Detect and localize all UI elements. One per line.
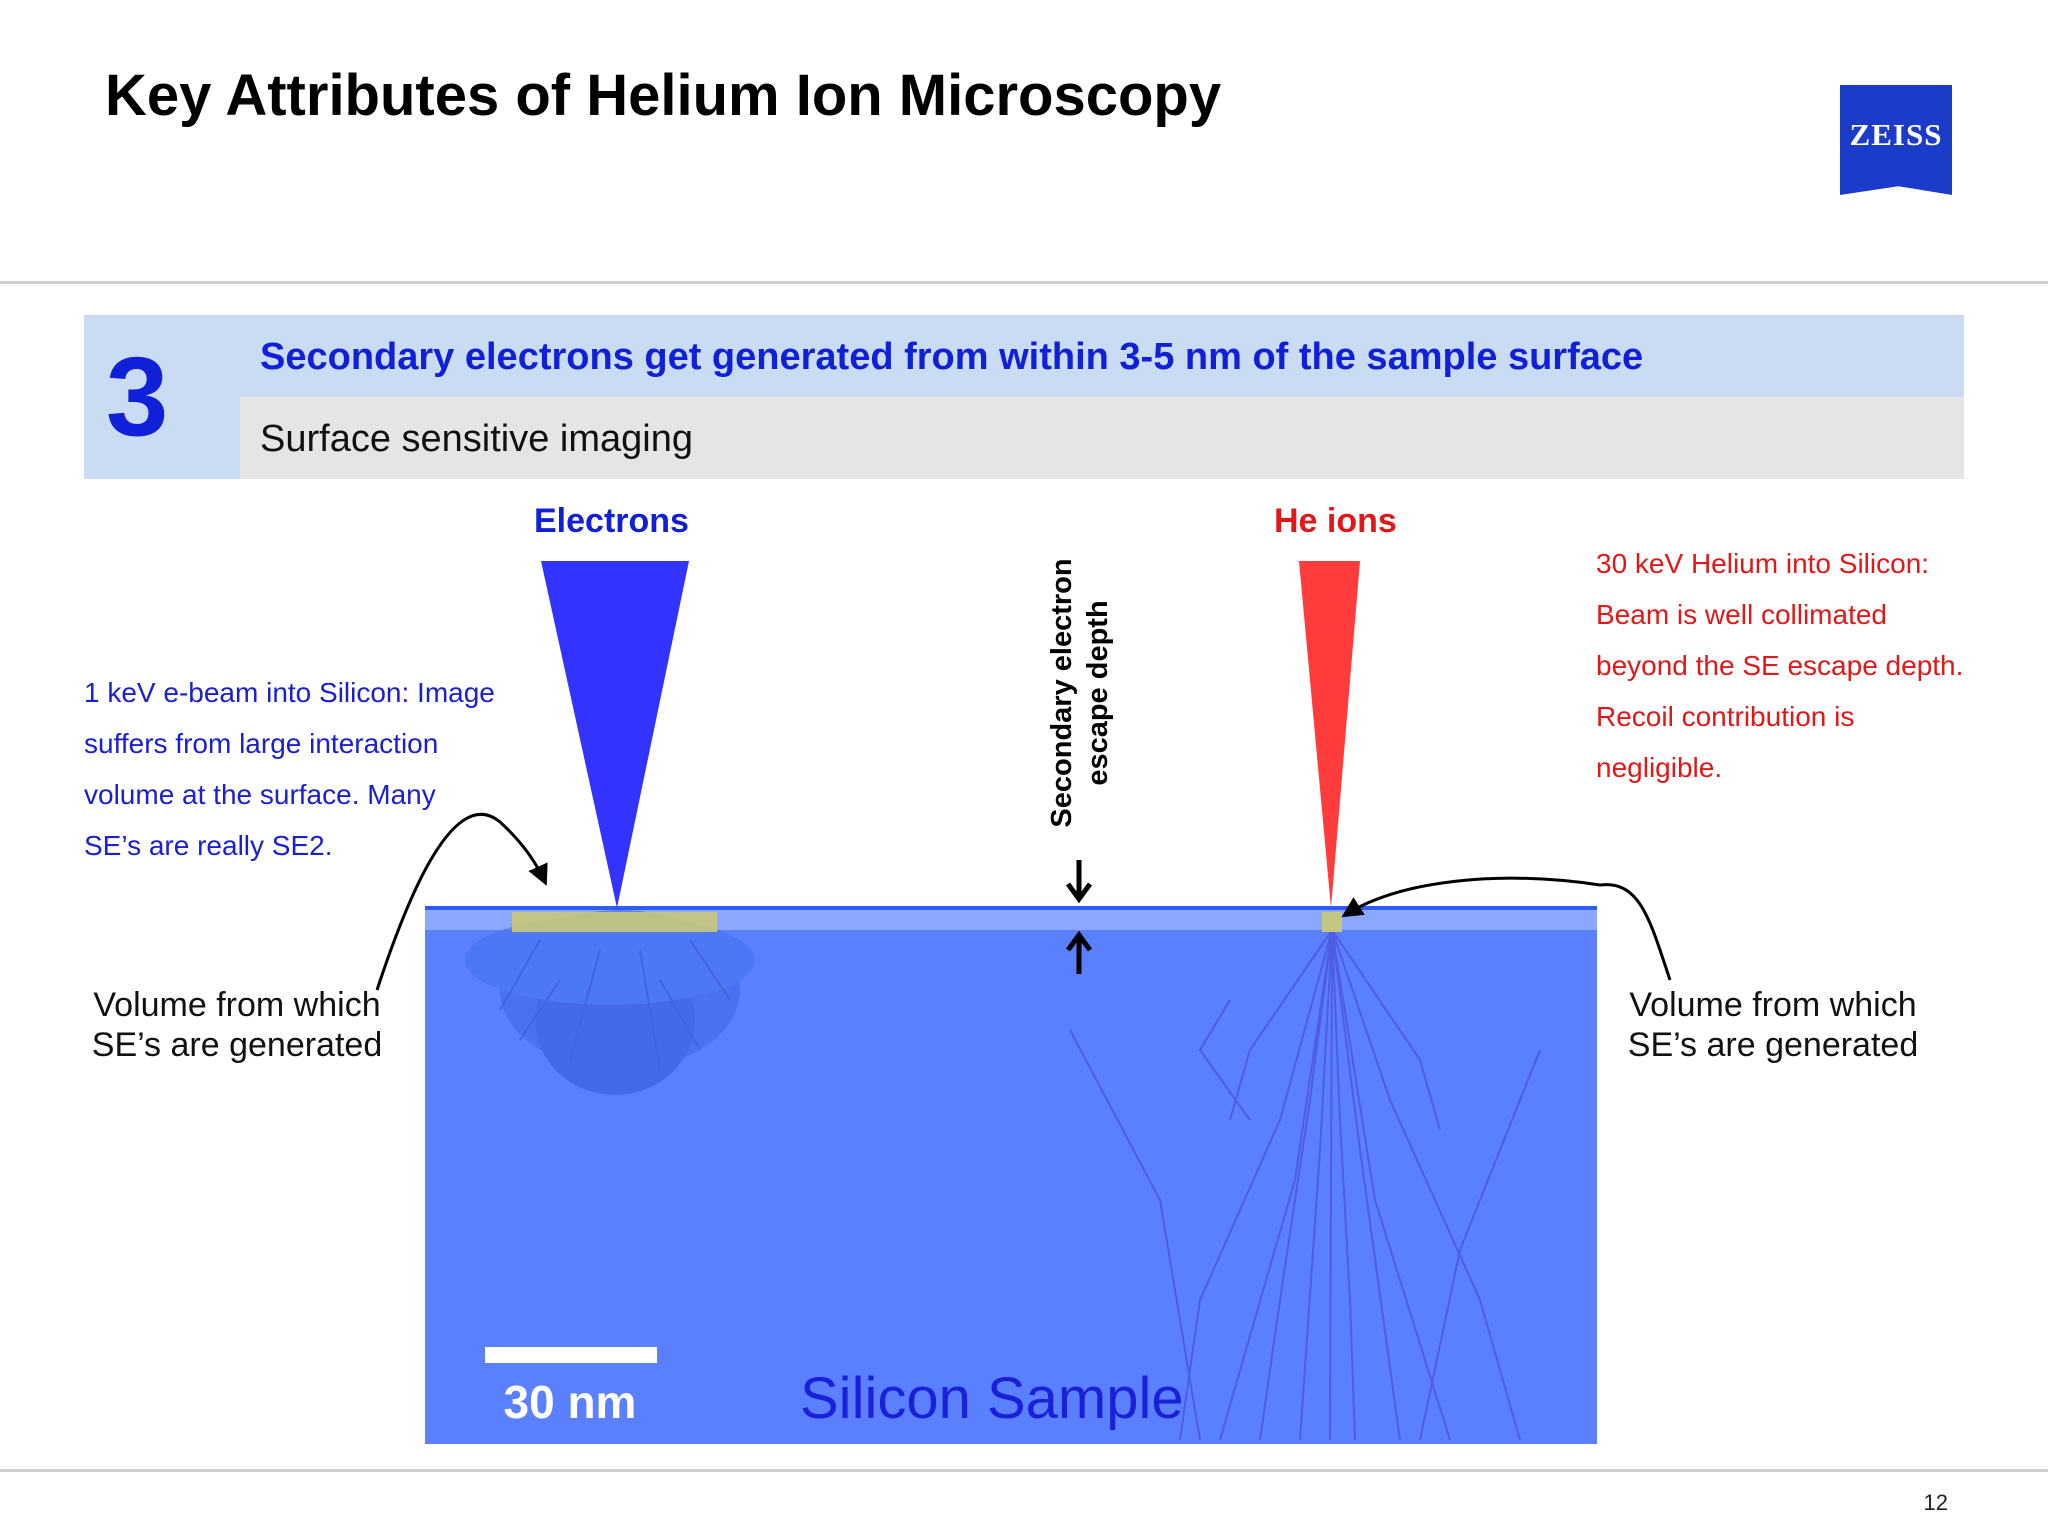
helium-note-line: 30 keV Helium into Silicon: bbox=[1596, 548, 1930, 579]
electron-note-line: suffers from large interaction bbox=[84, 728, 439, 759]
escape-depth-label-line: escape depth bbox=[1082, 600, 1114, 786]
attribute-subheadline: Surface sensitive imaging bbox=[260, 418, 693, 460]
right-volume-label: Volume from which SE’s are generated bbox=[1618, 985, 1928, 1065]
electron-interaction-volume bbox=[465, 910, 755, 1095]
left-volume-label-line: SE’s are generated bbox=[91, 1026, 383, 1064]
attribute-number: 3 bbox=[84, 315, 240, 479]
helium-beam-label: He ions bbox=[1274, 502, 1397, 540]
escape-depth-label: Secondary electron escape depth bbox=[1035, 548, 1125, 838]
up-arrow-icon bbox=[1065, 930, 1093, 974]
right-volume-label-line: SE’s are generated bbox=[1627, 1026, 1919, 1064]
left-volume-label: Volume from which SE’s are generated bbox=[82, 985, 392, 1065]
page-number: 12 bbox=[1923, 1490, 1948, 1515]
scale-bar-label: 30 nm bbox=[503, 1376, 637, 1428]
header-divider bbox=[0, 281, 2048, 284]
electron-beam-label: Electrons bbox=[534, 502, 689, 540]
electron-beam-cone bbox=[541, 561, 689, 908]
electron-note-line: volume at the surface. Many bbox=[84, 779, 436, 810]
helium-se-volume bbox=[1322, 912, 1342, 932]
electron-note-line: 1 keV e-beam into Silicon: Image bbox=[84, 677, 495, 708]
helium-ion-cascade bbox=[1069, 929, 1541, 1441]
slide-title: Key Attributes of Helium Ion Microscopy bbox=[105, 63, 1222, 128]
helium-note-line: Recoil contribution is bbox=[1596, 701, 1855, 732]
helium-beam-cone bbox=[1299, 561, 1360, 908]
right-volume-label-line: Volume from which bbox=[1629, 986, 1917, 1024]
helium-note-line: negligible. bbox=[1596, 752, 1723, 783]
attribute-headline: Secondary electrons get generated from w… bbox=[260, 336, 1644, 378]
electron-se-volume bbox=[512, 912, 717, 932]
left-volume-label-line: Volume from which bbox=[93, 986, 381, 1024]
headline-bar bbox=[240, 315, 1964, 397]
down-arrow-icon bbox=[1065, 860, 1093, 904]
zeiss-logo: ZEISS bbox=[1840, 85, 1952, 195]
right-curved-pointer-arrow-icon bbox=[1341, 876, 1672, 981]
left-curved-pointer-arrow-icon bbox=[375, 812, 548, 991]
scale-bar bbox=[485, 1347, 657, 1363]
footer-divider bbox=[0, 1469, 2048, 1472]
helium-note-line: Beam is well collimated bbox=[1596, 599, 1887, 630]
helium-note-line: beyond the SE escape depth. bbox=[1596, 650, 1964, 681]
electron-note: 1 keV e-beam into Silicon: Image suffers… bbox=[84, 667, 495, 871]
subheadline-bar bbox=[240, 397, 1964, 479]
silicon-sample-label: Silicon Sample bbox=[800, 1366, 1184, 1431]
electron-note-line: SE’s are really SE2. bbox=[84, 830, 333, 861]
escape-depth-label-line: Secondary electron bbox=[1046, 558, 1078, 828]
helium-note: 30 keV Helium into Silicon: Beam is well… bbox=[1596, 538, 1963, 793]
